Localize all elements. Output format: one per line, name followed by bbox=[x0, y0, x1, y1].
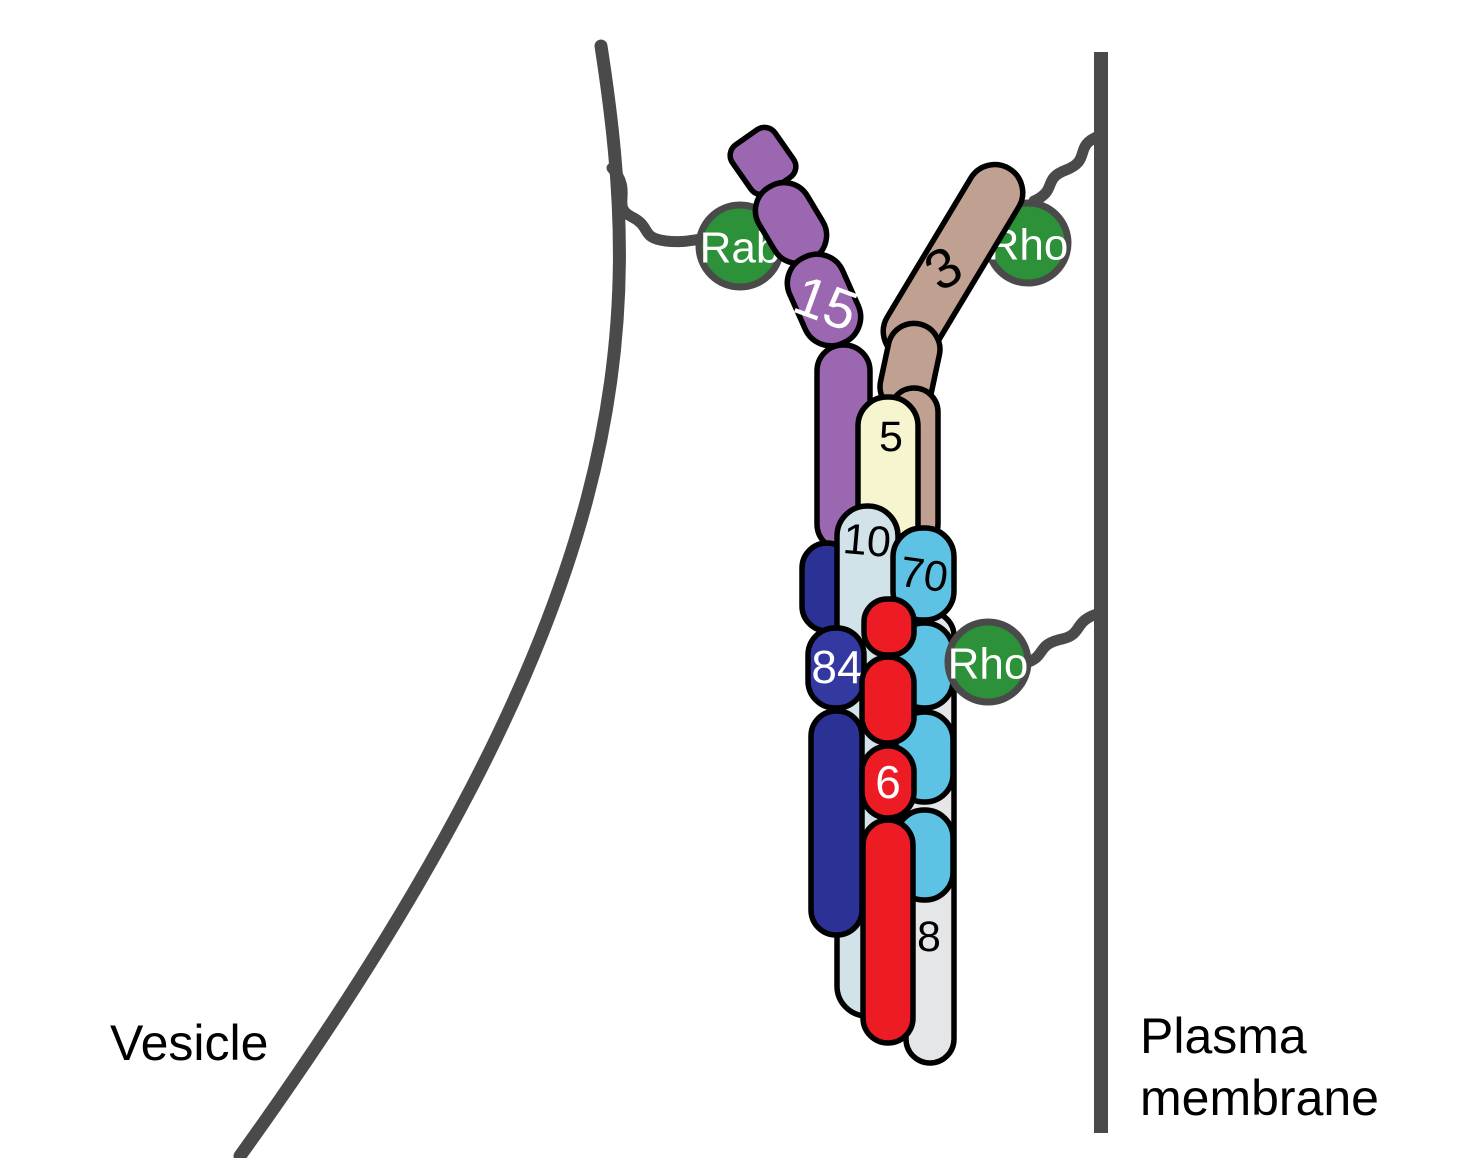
subunit-70-segment-1 bbox=[890, 525, 957, 623]
rho-top-tether-squiggle bbox=[1028, 130, 1105, 207]
subunit-6-segment-2 bbox=[859, 654, 917, 746]
vesicle-membrane-curve bbox=[233, 39, 626, 1158]
rho-bottom-tether-squiggle bbox=[1016, 607, 1106, 670]
plasma-membrane-label-line2: membrane bbox=[1140, 1070, 1379, 1126]
rho-bottom-gtpase: Rho bbox=[944, 618, 1032, 706]
subunit-6-chain: 6 bbox=[859, 596, 917, 1046]
subunit-84-segment-3 bbox=[808, 708, 865, 938]
subunit-6-label: 6 bbox=[875, 756, 901, 808]
subunit-8-label: 8 bbox=[917, 913, 941, 961]
rab-tether-squiggle bbox=[606, 162, 708, 248]
subunit-5-label: 5 bbox=[879, 413, 903, 461]
vesicle-label: Vesicle bbox=[110, 1015, 268, 1071]
rab-gtpase: Rab bbox=[695, 201, 785, 291]
subunit-84-label: 84 bbox=[811, 641, 862, 693]
subunit-10-label: 10 bbox=[841, 515, 893, 567]
subunit-70-label: 70 bbox=[897, 548, 951, 602]
subunit-15-chain: 15 bbox=[727, 124, 873, 553]
subunit-6-segment-4 bbox=[860, 817, 916, 1046]
plasma-membrane-label-line1: Plasma bbox=[1140, 1008, 1307, 1064]
rho-bottom-gtpase-circle bbox=[944, 618, 1032, 706]
subunit-84-chain: 84 bbox=[805, 625, 867, 938]
subunit-6-segment-1 bbox=[861, 596, 917, 658]
rho-bottom-label: Rho bbox=[948, 640, 1029, 689]
